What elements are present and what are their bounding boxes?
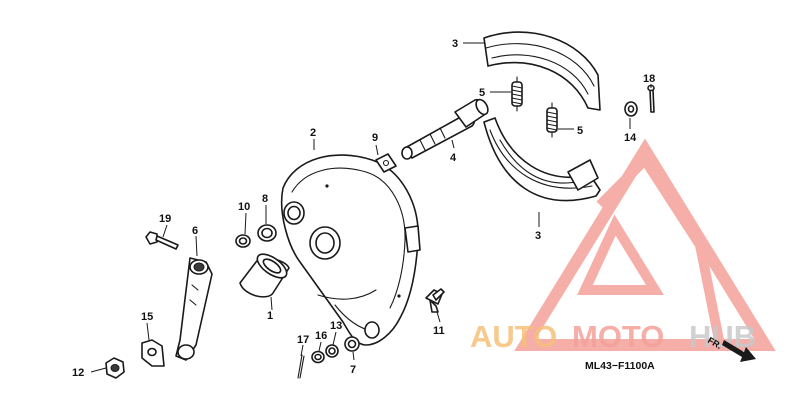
callout-4: 4 xyxy=(450,152,457,164)
arrow-icon xyxy=(722,340,756,362)
watermark-logo xyxy=(514,138,776,351)
callout-10: 10 xyxy=(238,201,250,213)
bracket-15 xyxy=(141,339,165,367)
spring-left xyxy=(511,76,523,112)
callout-3-upper: 3 xyxy=(452,38,458,50)
callout-2: 2 xyxy=(310,127,316,139)
watermark-moto: MOTO xyxy=(572,319,664,354)
brake-panel xyxy=(280,154,421,346)
leader-lines xyxy=(90,42,652,373)
wear-indicator xyxy=(375,153,397,173)
brake-cam xyxy=(401,98,489,160)
watermark-text: AUTO MOTO HUB xyxy=(470,319,756,354)
watermark-hub: HUB xyxy=(689,319,756,354)
diagram-code: ML43−F1100A xyxy=(585,360,655,372)
cotter-pin xyxy=(297,354,305,379)
callout-14: 14 xyxy=(624,132,637,144)
callout-9: 9 xyxy=(372,132,378,144)
callout-18: 18 xyxy=(643,73,655,85)
callout-7: 7 xyxy=(350,364,356,376)
callout-17: 17 xyxy=(297,334,309,346)
washer-7 xyxy=(344,336,360,352)
bolt-19 xyxy=(145,231,179,250)
washer-14 xyxy=(624,101,638,117)
callout-5-right: 5 xyxy=(577,125,583,137)
callout-13: 13 xyxy=(330,320,342,332)
washer-10 xyxy=(235,234,251,248)
callout-6: 6 xyxy=(192,225,198,237)
callout-1: 1 xyxy=(267,310,273,322)
spring-right xyxy=(546,102,558,138)
nut-12 xyxy=(105,357,125,379)
nut-16 xyxy=(311,350,325,364)
callout-3-lower: 3 xyxy=(535,230,541,242)
pin-18 xyxy=(647,84,655,113)
washer-13 xyxy=(325,344,339,358)
anchor-bolt xyxy=(425,288,445,313)
watermark-auto: AUTO xyxy=(470,319,557,354)
callout-12: 12 xyxy=(72,367,84,379)
brake-arm xyxy=(175,257,213,361)
callout-labels: 1 2 3 3 4 5 5 6 7 8 9 10 11 12 13 14 15 … xyxy=(72,38,655,379)
felt-seal xyxy=(257,224,277,242)
brake-shoe-upper xyxy=(483,31,601,111)
callout-15: 15 xyxy=(141,311,153,323)
callout-19: 19 xyxy=(159,213,171,225)
callout-16: 16 xyxy=(315,330,327,342)
brake-shoe-lower xyxy=(483,117,601,202)
callout-5-left: 5 xyxy=(479,87,485,99)
callout-11: 11 xyxy=(433,325,445,337)
collar xyxy=(239,253,290,298)
callout-8: 8 xyxy=(262,193,268,205)
